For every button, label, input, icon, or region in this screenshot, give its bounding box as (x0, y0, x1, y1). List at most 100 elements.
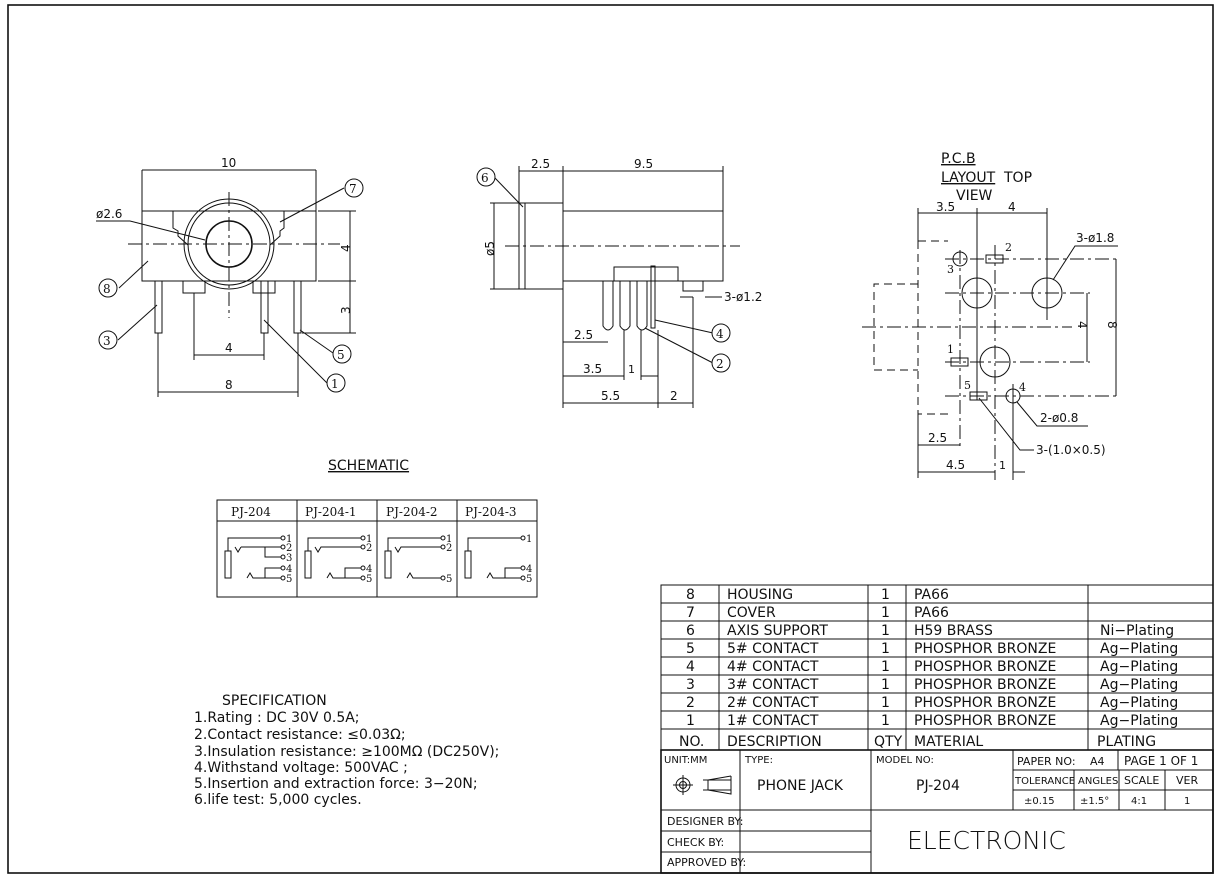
dim-a: 2.5 (574, 328, 593, 342)
bom-cell-desc: AXIS SUPPORT (727, 623, 828, 639)
bom-header-desc: DESCRIPTION (727, 734, 822, 750)
scale-value: 4:1 (1131, 796, 1147, 807)
tolerance-value: ±0.15 (1024, 796, 1055, 807)
paper-no-label: PAPER NO: (1017, 755, 1076, 768)
pcb-title-top: TOP (1003, 170, 1032, 186)
pcb-pin-3: 3 (947, 263, 954, 276)
bom-cell-plating: Ag−Plating (1100, 677, 1178, 693)
bom-cell-qty: 1 (881, 695, 890, 711)
bom-cell-no: 6 (686, 623, 695, 639)
front-view: 10 ø2.6 4 3 4 8 8 7 3 1 5 (96, 156, 364, 397)
ver-value: 1 (1184, 796, 1190, 807)
type-value: PHONE JACK (757, 778, 844, 794)
scale-label: SCALE (1124, 774, 1159, 787)
dim-d: 5.5 (601, 389, 620, 403)
balloon-5: 5 (337, 348, 345, 362)
pcb-title-view: VIEW (956, 188, 993, 204)
bom-cell-no: 3 (686, 677, 695, 693)
schematic-pj-204-1: 1 2 4 5 (304, 534, 372, 585)
bom-cell-material: PA66 (914, 587, 949, 603)
dim-c: 1 (628, 363, 635, 376)
bom-cell-plating: Ag−Plating (1100, 695, 1178, 711)
bom-cell-plating: Ag−Plating (1100, 713, 1178, 729)
angles-label: ANGLES (1078, 776, 1118, 787)
balloon-3: 3 (103, 334, 111, 348)
pin-label: 1 (526, 534, 532, 545)
pcb-pin-4: 4 (1019, 381, 1026, 394)
pin-label: 2 (366, 543, 372, 554)
title-block: UNIT:MM TYPE: PHONE JACK MODEL NO: PJ-20… (660, 749, 1214, 874)
balloon-2: 2 (716, 357, 724, 371)
dim-hole: ø2.6 (96, 207, 122, 221)
spec-item: 4.Withstand voltage: 500VAC ; (194, 760, 408, 776)
bom-cell-material: PHOSPHOR BRONZE (914, 713, 1056, 729)
bom-cell-desc: 2# CONTACT (727, 695, 819, 711)
dim-height: 4 (339, 244, 353, 252)
page-indicator: PAGE 1 OF 1 (1124, 754, 1198, 768)
approved-label: APPROVED BY: (667, 856, 746, 869)
designer-label: DESIGNER BY: (667, 815, 743, 828)
spec-item: 3.Insulation resistance: ≥100MΩ (DC250V)… (194, 744, 499, 760)
projection-symbol-icon (673, 775, 732, 795)
specification: SPECIFICATION 1.Rating : DC 30V 0.5A; 2.… (194, 693, 499, 808)
ver-label: VER (1176, 774, 1198, 787)
bom-cell-desc: HOUSING (727, 587, 793, 603)
balloon-6: 6 (481, 171, 489, 185)
schematic-col-pj-204-2: PJ-204-2 (386, 505, 438, 519)
bom-cell-desc: 3# CONTACT (727, 677, 819, 693)
balloon-7: 7 (349, 182, 357, 196)
bom-header-row: NO. DESCRIPTION QTY MATERIAL PLATING (679, 734, 1156, 750)
pcb-dim-v8: 8 (1105, 321, 1119, 329)
bom-cell-qty: 1 (881, 677, 890, 693)
bom-cell-qty: 1 (881, 659, 890, 675)
pcb-title: P.C.B (941, 151, 976, 167)
pin-label: 3 (286, 553, 292, 564)
angles-value: ±1.5° (1080, 796, 1109, 807)
pin-label: 1 (286, 534, 292, 545)
pin-label: 5 (286, 574, 292, 585)
pcb-title-layout: LAYOUT (941, 170, 996, 186)
bom-header-no: NO. (679, 734, 704, 750)
pin-label: 1 (366, 534, 372, 545)
schematic-col-pj-204: PJ-204 (231, 505, 271, 519)
model-value: PJ-204 (916, 778, 960, 794)
bom-cell-qty: 1 (881, 587, 890, 603)
unit-label: UNIT:MM (664, 755, 707, 766)
bom-cell-no: 4 (686, 659, 695, 675)
bom-cell-desc: COVER (727, 605, 776, 621)
pin-label: 5 (526, 574, 532, 585)
schematic-pj-204-2: 1 2 5 (384, 534, 452, 585)
pcb-dim-small-holes: 2-ø0.8 (1040, 411, 1078, 425)
spec-item: 2.Contact resistance: ≤0.03Ω; (194, 727, 406, 743)
bom-cell-desc: 4# CONTACT (727, 659, 819, 675)
pin-label: 4 (526, 564, 532, 575)
dim-body-length: 9.5 (634, 157, 653, 171)
pin-label: 5 (366, 574, 372, 585)
spec-item: 6.life test: 5,000 cycles. (194, 792, 362, 808)
pcb-pin-2: 2 (1005, 241, 1012, 254)
dim-diameter: ø5 (483, 241, 497, 256)
pcb-dim-e: 1 (999, 459, 1006, 472)
bom-cell-desc: 1# CONTACT (727, 713, 819, 729)
pin-label: 4 (366, 564, 372, 575)
balloon-4: 4 (716, 327, 724, 341)
paper-size: A4 (1090, 755, 1105, 768)
pcb-dim-c: 2.5 (928, 431, 947, 445)
bom-cell-qty: 1 (881, 605, 890, 621)
bom-cell-plating: Ag−Plating (1100, 659, 1178, 675)
dim-pin-length: 3 (339, 306, 353, 314)
tolerance-label: TOLERANCE (1014, 776, 1075, 787)
pcb-dim-v4: 4 (1075, 321, 1089, 329)
spec-title: SPECIFICATION (222, 693, 327, 709)
spec-item: 5.Insertion and extraction force: 3−20N; (194, 776, 478, 792)
schematic-pj-204: 1 2 3 4 5 (224, 534, 292, 585)
pcb-pin-1: 1 (947, 343, 954, 356)
bom-cell-no: 2 (686, 695, 695, 711)
